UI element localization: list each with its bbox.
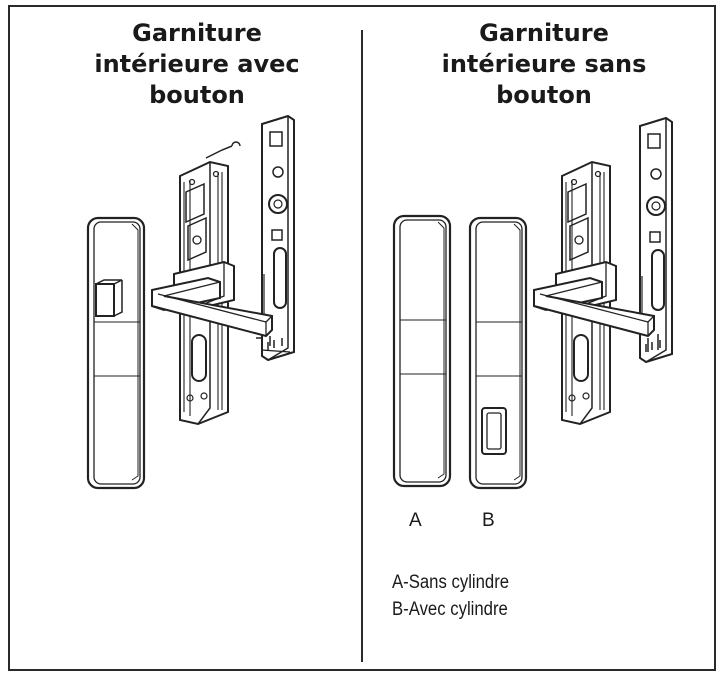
plate-b-label: B	[482, 510, 495, 531]
panel-divider	[361, 30, 363, 662]
right-chassis	[533, 161, 655, 425]
legend: A-Sans cylindre B-Avec cylindre	[392, 569, 509, 623]
plate-a	[392, 214, 452, 488]
figure-frame	[8, 5, 716, 671]
legend-item-a: A-Sans cylindre	[392, 572, 510, 593]
right-panel-title: Garniture intérieure sans bouton	[441, 19, 647, 109]
left-front-plate	[86, 216, 146, 490]
left-panel-title: Garniture intérieure avec bouton	[94, 19, 300, 109]
plate-a-label: A	[409, 510, 422, 531]
left-chassis	[151, 161, 273, 425]
legend-item-b: B-Avec cylindre	[392, 599, 508, 620]
plate-b	[468, 216, 528, 490]
